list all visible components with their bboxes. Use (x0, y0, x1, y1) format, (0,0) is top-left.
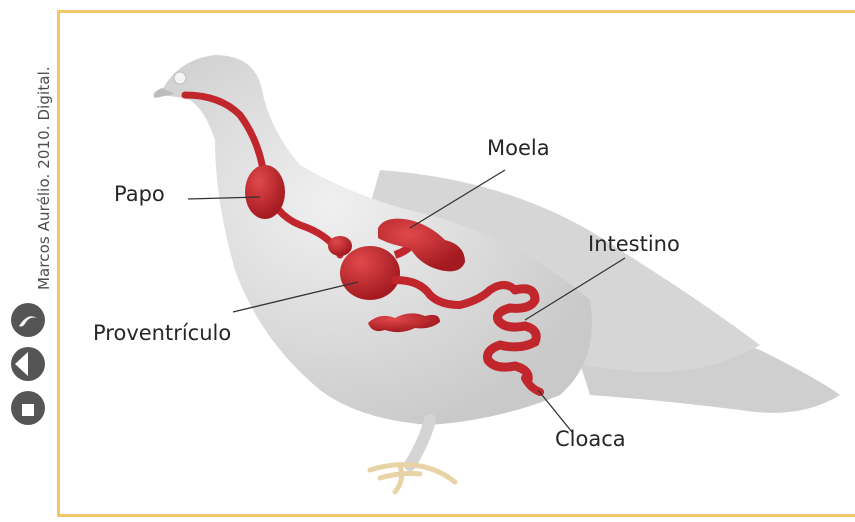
pigeon-silhouette (154, 55, 840, 492)
crop-papo (245, 165, 285, 219)
label-moela: Moela (487, 136, 550, 160)
label-papo: Papo (114, 182, 165, 206)
proventriculus (340, 246, 400, 300)
esophagus-bulge (328, 236, 352, 256)
pigeon-eye (174, 72, 186, 84)
label-intestino: Intestino (588, 232, 680, 256)
label-cloaca: Cloaca (555, 427, 626, 451)
label-proventriculo: Proventrículo (93, 321, 231, 345)
pigeon-leg (410, 420, 430, 465)
